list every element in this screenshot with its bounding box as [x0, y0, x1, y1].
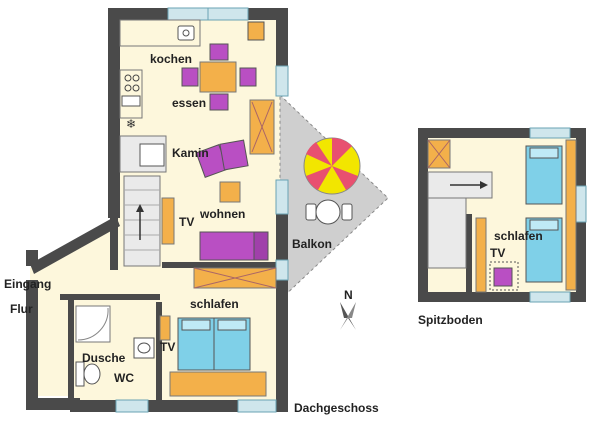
label-kamin: Kamin — [172, 146, 209, 160]
label-schlafen-spitz: schlafen — [494, 229, 543, 243]
label-wohnen: wohnen — [199, 207, 245, 221]
label-balkon: Balkon — [292, 237, 332, 251]
label-tv-wohnen: TV — [179, 215, 194, 229]
label-kochen: kochen — [150, 52, 192, 66]
label-wc: WC — [114, 371, 134, 385]
stairs-main — [123, 175, 161, 267]
label-dachgeschoss: Dachgeschoss — [294, 401, 379, 415]
label-schlafen: schlafen — [190, 297, 239, 311]
label-flur: Flur — [10, 302, 33, 316]
walls — [26, 8, 288, 412]
label-dusche: Dusche — [82, 351, 126, 365]
label-tv-schlafen: TV — [160, 340, 175, 354]
label-tv-spitz: TV — [490, 246, 505, 260]
svg-text:❄: ❄ — [126, 117, 136, 131]
windows — [115, 7, 289, 413]
balcony-umbrella — [303, 137, 361, 225]
label-essen: essen — [172, 96, 206, 110]
label-spitzboden: Spitzboden — [418, 313, 483, 327]
label-eingang: Eingang — [4, 277, 51, 291]
balcony-floor — [279, 93, 389, 302]
compass-arrow — [340, 302, 356, 330]
compass-label: N — [344, 288, 353, 302]
